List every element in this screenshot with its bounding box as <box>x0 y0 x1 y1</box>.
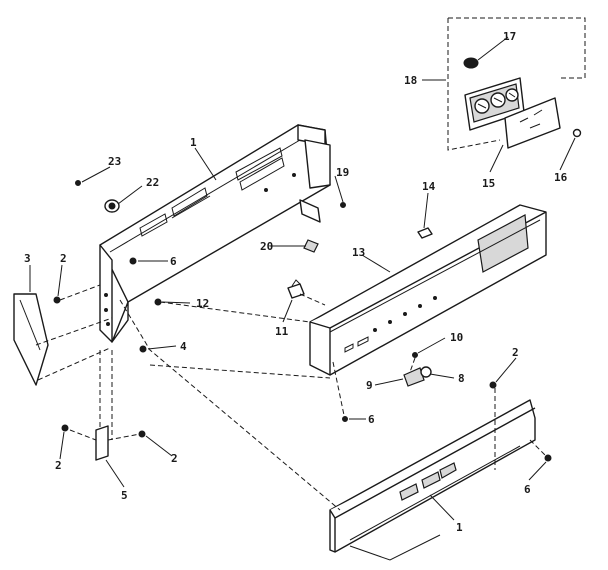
callout-6-right: 6 <box>524 483 531 496</box>
control-panel-13-part <box>309 204 547 376</box>
clip-11-part <box>287 283 305 299</box>
callout-2-left: 2 <box>60 252 67 265</box>
callout-labels: 1 23 22 19 17 18 15 16 14 20 13 3 2 6 12… <box>24 30 568 534</box>
callout-13: 13 <box>352 246 365 259</box>
callout-14: 14 <box>422 180 436 193</box>
clip-14-part <box>417 227 433 239</box>
callout-15: 15 <box>482 177 495 190</box>
end-cap-3-part <box>13 293 49 386</box>
callout-12: 12 <box>196 297 209 310</box>
screw-19-part <box>340 202 346 208</box>
callout-6-mid: 6 <box>368 413 375 426</box>
screw-6-upper-part <box>129 257 137 265</box>
bracket-5-part <box>95 425 109 461</box>
screw-2-right-part <box>489 381 497 389</box>
screw-10-part <box>412 352 418 358</box>
assembly-lines <box>35 284 549 511</box>
callout-1-bottom: 1 <box>456 521 463 534</box>
lower-panel-part <box>329 399 536 561</box>
callout-2-lower-mid: 2 <box>171 452 178 465</box>
callout-2-right: 2 <box>512 346 519 359</box>
callout-20: 20 <box>260 240 273 253</box>
clock-timer-part <box>464 77 525 131</box>
inset-assembly-18 <box>447 17 586 151</box>
callout-5: 5 <box>121 489 128 502</box>
console-frame-part <box>99 124 331 343</box>
callout-17: 17 <box>503 30 516 43</box>
screw-2-lower-left-part <box>61 424 69 432</box>
overlay-plate-part <box>504 97 561 149</box>
callout-16: 16 <box>554 171 568 184</box>
callout-22: 22 <box>146 176 159 189</box>
screw-16-part <box>572 128 582 138</box>
callout-2-lower-left: 2 <box>55 459 62 472</box>
callout-11: 11 <box>275 325 289 338</box>
leader-lines <box>29 36 576 521</box>
timer-knob-part <box>463 57 479 69</box>
callout-4: 4 <box>180 340 187 353</box>
callout-9: 9 <box>366 379 373 392</box>
callout-19: 19 <box>336 166 349 179</box>
callout-8: 8 <box>458 372 465 385</box>
screw-23-part <box>75 180 81 186</box>
callout-23: 23 <box>108 155 121 168</box>
callout-6-upper: 6 <box>170 255 177 268</box>
lamp-8-part <box>420 366 432 378</box>
callout-18: 18 <box>404 74 417 87</box>
callout-10: 10 <box>450 331 463 344</box>
callout-1-top: 1 <box>190 136 197 149</box>
lamp-socket-9-part <box>403 367 425 387</box>
callout-3: 3 <box>24 252 31 265</box>
screw-2-left-part <box>53 296 61 304</box>
screw-4-part <box>139 345 147 353</box>
screw-2-lower-mid-part <box>138 430 146 438</box>
bracket-20-part <box>299 199 321 223</box>
